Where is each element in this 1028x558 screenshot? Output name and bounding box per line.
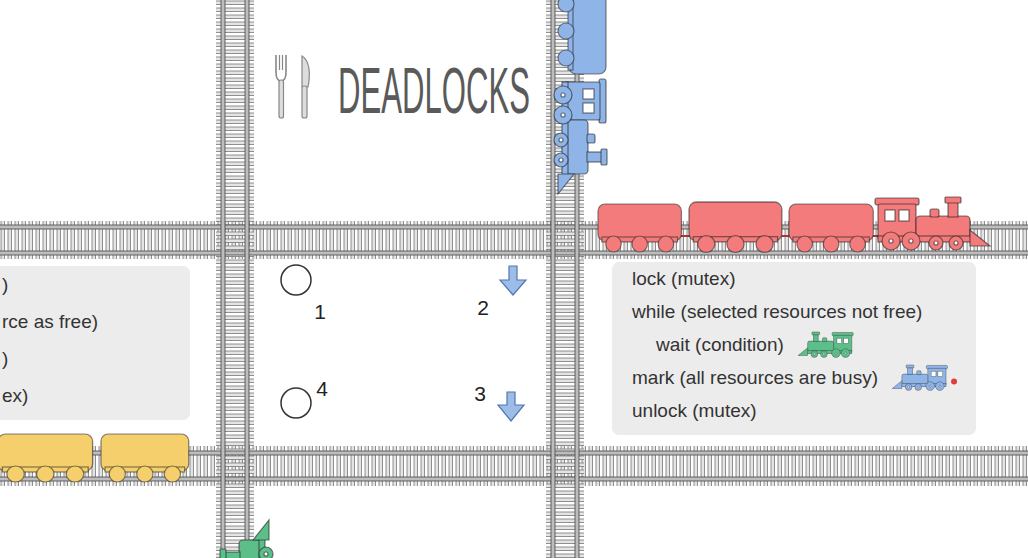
red-dot (951, 379, 957, 385)
engine-icon (892, 365, 947, 390)
callout-number: 2 (477, 297, 489, 318)
fork-knife-icon (276, 55, 309, 118)
blue-train (554, 0, 607, 194)
code-line: wait (condition) (656, 328, 784, 361)
code-line: ) (2, 340, 8, 377)
engine-icon (798, 332, 853, 357)
code-panel: )rce as free))ex) (0, 266, 190, 420)
callout-number: 3 (474, 383, 486, 404)
code-line: ) (2, 266, 8, 303)
code-panel: lock (mutex)while (selected resources no… (612, 262, 976, 435)
code-line: mark (all resources are busy) (632, 361, 878, 394)
code-line: rce as free) (2, 303, 98, 340)
code-line: while (selected resources not free) (632, 295, 922, 328)
code-line: unlock (mutex) (632, 394, 757, 427)
code-line: ex) (2, 377, 28, 414)
red-train (598, 197, 990, 252)
code-line: lock (mutex) (632, 262, 735, 295)
callout-number: 4 (316, 378, 328, 399)
callout-marks (281, 265, 526, 421)
diagram-title: DEADLOCKS (338, 58, 530, 123)
green-engine (220, 520, 273, 558)
train-icons (612, 262, 622, 272)
callout-number: 1 (314, 301, 326, 322)
yellow-train (0, 434, 189, 482)
